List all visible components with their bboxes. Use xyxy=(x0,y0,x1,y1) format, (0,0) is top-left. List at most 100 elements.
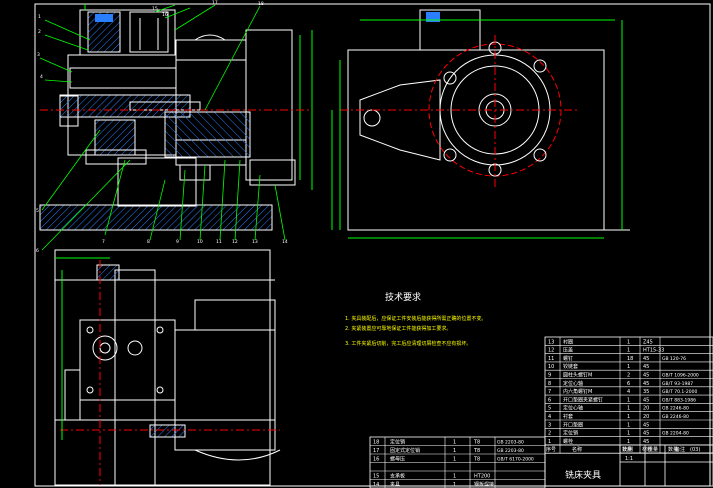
bom-right-row-1-qty: 1 xyxy=(627,439,630,445)
bom-left-row-16-no: 16 xyxy=(373,457,379,463)
leader-label-12: 12 xyxy=(232,239,238,245)
bom-left-row-17-no: 17 xyxy=(373,448,379,454)
bom-left-row-16-name: 螺母压 xyxy=(390,456,405,463)
leader-label-13: 13 xyxy=(252,239,258,245)
bom-right-row-13-name: 衬圈 xyxy=(563,338,573,345)
leader-label-6: 6 xyxy=(36,248,39,254)
bom-right-row-12-mat: HT15-33 xyxy=(643,348,664,354)
bom-right-row-2-qty: 1 xyxy=(627,431,630,437)
bom-right-row-4-mat: 20 xyxy=(643,414,649,420)
bom-right-row-4-no: 4 xyxy=(548,414,551,420)
leader-label-16: 16 xyxy=(162,12,168,18)
title-block: 铣床夹具 比例 重量 数量 1:1 (03) xyxy=(544,444,713,487)
leader-label-5: 5 xyxy=(36,208,39,214)
bom-right-row-1-no: 1 xyxy=(548,439,551,445)
technical-requirements: 技术要求 1. 夹具装配后，应保证工件安装后能获得所需正确的位置不变。 2. 夹… xyxy=(345,291,486,347)
side-view xyxy=(331,9,630,239)
bom-right-row-5-std: GB 2246-80 xyxy=(662,406,689,412)
bom-right-header-mat: 材料 xyxy=(642,446,652,453)
leader-label-3: 3 xyxy=(37,52,40,58)
bom-left-row-18-no: 18 xyxy=(373,440,379,446)
bom-right-row-10-qty: 1 xyxy=(627,364,630,370)
bom-right-row-12-qty: 1 xyxy=(627,348,630,354)
bom-right-row-9-no: 9 xyxy=(548,373,551,379)
bom-left-row-17-mat: T8 xyxy=(473,448,480,454)
bom-right-row-8-std: GB/T 93-1987 xyxy=(662,381,693,387)
bom-left-row-16-mat: T8 xyxy=(473,457,480,463)
bom-right-row-11-name: 螺钉 xyxy=(563,355,573,362)
leader-label-1: 1 xyxy=(38,14,41,20)
leader-label-11: 11 xyxy=(216,239,222,245)
top-view xyxy=(54,249,281,486)
leader-label-2: 2 xyxy=(38,29,41,35)
title-block-col-scale: 比例 xyxy=(623,446,633,453)
bom-right-row-3-mat: 45 xyxy=(643,422,649,428)
bom-right-row-5-name: 定位心轴 xyxy=(563,405,583,412)
bom-right-row-4-name: 衬套 xyxy=(563,413,573,420)
bom-right-row-10-no: 10 xyxy=(548,364,554,370)
bom-right-row-13-mat: Z45 xyxy=(643,339,653,345)
bom-right-row-8-no: 8 xyxy=(548,381,551,387)
leader-label-17: 17 xyxy=(212,0,218,6)
bom-right-row-7-name: 内六角螺钉M xyxy=(563,388,592,395)
bom-right-header-seq: 序号 xyxy=(546,446,556,453)
tech-title: 技术要求 xyxy=(385,291,421,303)
bom-right-row-3-no: 3 xyxy=(548,422,551,428)
bom-right-row-11-mat: 45 xyxy=(643,356,649,362)
bom-right-header-note: 备注 xyxy=(675,446,685,453)
bom-right-row-7-std: GB/T 70.1-2000 xyxy=(662,389,698,395)
bom-left-row-15-name: 支承板 xyxy=(390,473,405,480)
bom-right-row-7-mat: 35 xyxy=(643,389,649,395)
bom-left-row-18-name: 定位销 xyxy=(390,439,405,446)
bom-right-row-3-qty: 1 xyxy=(627,422,630,428)
leader-label-8: 8 xyxy=(147,239,150,245)
bom-left-row-18-std: GB 2203-80 xyxy=(497,440,524,446)
bom-left-row-15-no: 15 xyxy=(373,474,379,480)
bom-right-row-8-name: 定位心轴 xyxy=(563,380,583,387)
tech-note-3: 3. 工件夹紧后切削，完工后应清理切屑检查不应有损坏。 xyxy=(345,340,471,347)
bom-left-row-17-qty: 1 xyxy=(453,448,456,454)
bom-left-row-17-name: 固定式定位销 xyxy=(390,447,420,454)
bom-right-row-6-no: 6 xyxy=(548,397,551,403)
bom-right-row-8-mat: 45 xyxy=(643,381,649,387)
bom-right-row-2-mat: 45 xyxy=(643,431,649,437)
bom-right-row-11-std: GB 120-76 xyxy=(662,356,686,362)
bom-right-row-9-std: GB/T 1096-2000 xyxy=(662,373,699,379)
bom-right-row-7-qty: 4 xyxy=(627,389,630,395)
leader-label-14: 14 xyxy=(282,239,288,245)
bom-left-row-15-qty: 1 xyxy=(453,474,456,480)
bom-right-row-6-qty: 1 xyxy=(627,397,630,403)
bom-right-row-6-mat: 45 xyxy=(643,397,649,403)
bom-left-row-15-mat: HT200 xyxy=(474,474,490,480)
bom-right-row-3-name: 开口垫圈 xyxy=(563,421,583,428)
bom-left-row-17-std: GB 2203-80 xyxy=(497,448,524,454)
title-block-col-weight: 重量 xyxy=(648,446,658,453)
bom-right-row-9-qty: 2 xyxy=(627,373,630,379)
leader-label-4: 4 xyxy=(40,74,43,80)
bom-right-row-5-qty: 1 xyxy=(627,406,630,412)
bom-right-row-13-no: 13 xyxy=(548,339,554,345)
tech-note-1: 1. 夹具装配后，应保证工件安装后能获得所需正确的位置不变。 xyxy=(345,315,486,322)
title-block-code: (03) xyxy=(690,447,700,453)
bom-right-row-12-no: 12 xyxy=(548,348,554,354)
bom-right-row-10-mat: 45 xyxy=(643,364,649,370)
bom-right-row-1-name: 螺栓 xyxy=(563,438,573,445)
bom-right-row-2-no: 2 xyxy=(548,431,551,437)
bom-right-row-6-std: GB/T 883-1986 xyxy=(662,397,696,403)
bom-left-row-14-mat: 钢板焊接 xyxy=(474,481,494,488)
leader-label-10: 10 xyxy=(197,239,203,245)
bom-left-row-16-qty: 1 xyxy=(453,457,456,463)
title-block-name: 铣床夹具 xyxy=(565,469,601,481)
bom-right-header-qty: 数量 xyxy=(622,446,632,453)
bom-left-row-18-mat: T8 xyxy=(473,440,480,446)
outer-frame xyxy=(34,3,711,487)
bom-right-row-5-no: 5 xyxy=(548,406,551,412)
bom-right-row-11-no: 11 xyxy=(548,356,554,362)
bom-right-row-4-std: GB 2246-80 xyxy=(662,414,689,420)
bom-right-row-4-qty: 1 xyxy=(627,414,630,420)
leader-label-15: 15 xyxy=(152,6,158,12)
bom-right-row-13-qty: 1 xyxy=(627,339,630,345)
